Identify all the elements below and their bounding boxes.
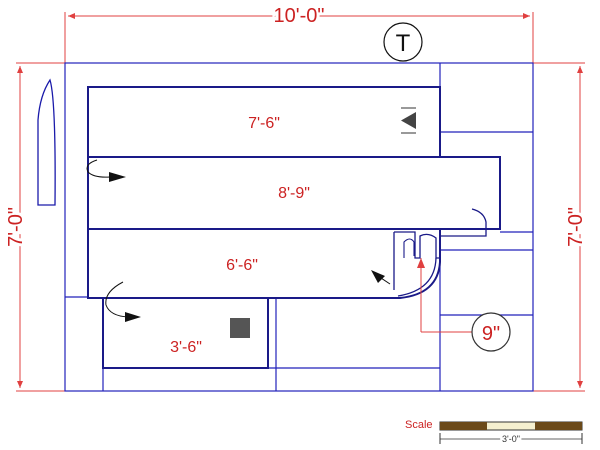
corner-curve (397, 257, 437, 297)
inner-notch (403, 238, 415, 258)
scale-bar: Scale 3'-0" (405, 419, 583, 446)
title-marker: T (383, 22, 423, 62)
right-height-label: 7'-0" (565, 207, 587, 247)
bottom-box-label: 3'-6" (170, 339, 202, 356)
return-hook (440, 208, 487, 237)
overall-width-dimension: 10'-0" (64, 2, 534, 63)
direction-marker-icon (401, 107, 416, 134)
left-height-dimension: 7'-0" (2, 62, 65, 392)
curved-side-piece (37, 78, 56, 206)
left-height-label: 7'-0" (5, 207, 27, 247)
gap-callout-label: 9" (482, 323, 500, 345)
title-marker-label: T (396, 30, 411, 57)
bottom-flow-arrow (105, 281, 129, 318)
lower-bar-section: 6'-6" (87, 228, 441, 299)
flow-arrow-icon (86, 159, 111, 178)
bottom-box-section: 3'-6" (102, 281, 269, 369)
notch-outline (393, 231, 440, 290)
gap-callout: 9" (417, 258, 511, 352)
middle-bar-section: 8'-9" (86, 156, 501, 237)
lower-bar-label: 6'-6" (226, 257, 258, 274)
square-marker-icon (230, 318, 250, 338)
top-bar-section: 7'-6" (87, 86, 441, 158)
middle-bar-label: 8'-9" (278, 185, 310, 202)
top-bar-label: 7'-6" (248, 115, 280, 132)
right-height-dimension: 7'-0" (533, 62, 590, 392)
scale-length-label: 3'-0" (502, 434, 520, 444)
overall-width-label: 10'-0" (274, 5, 325, 27)
scale-label: Scale (405, 419, 433, 431)
